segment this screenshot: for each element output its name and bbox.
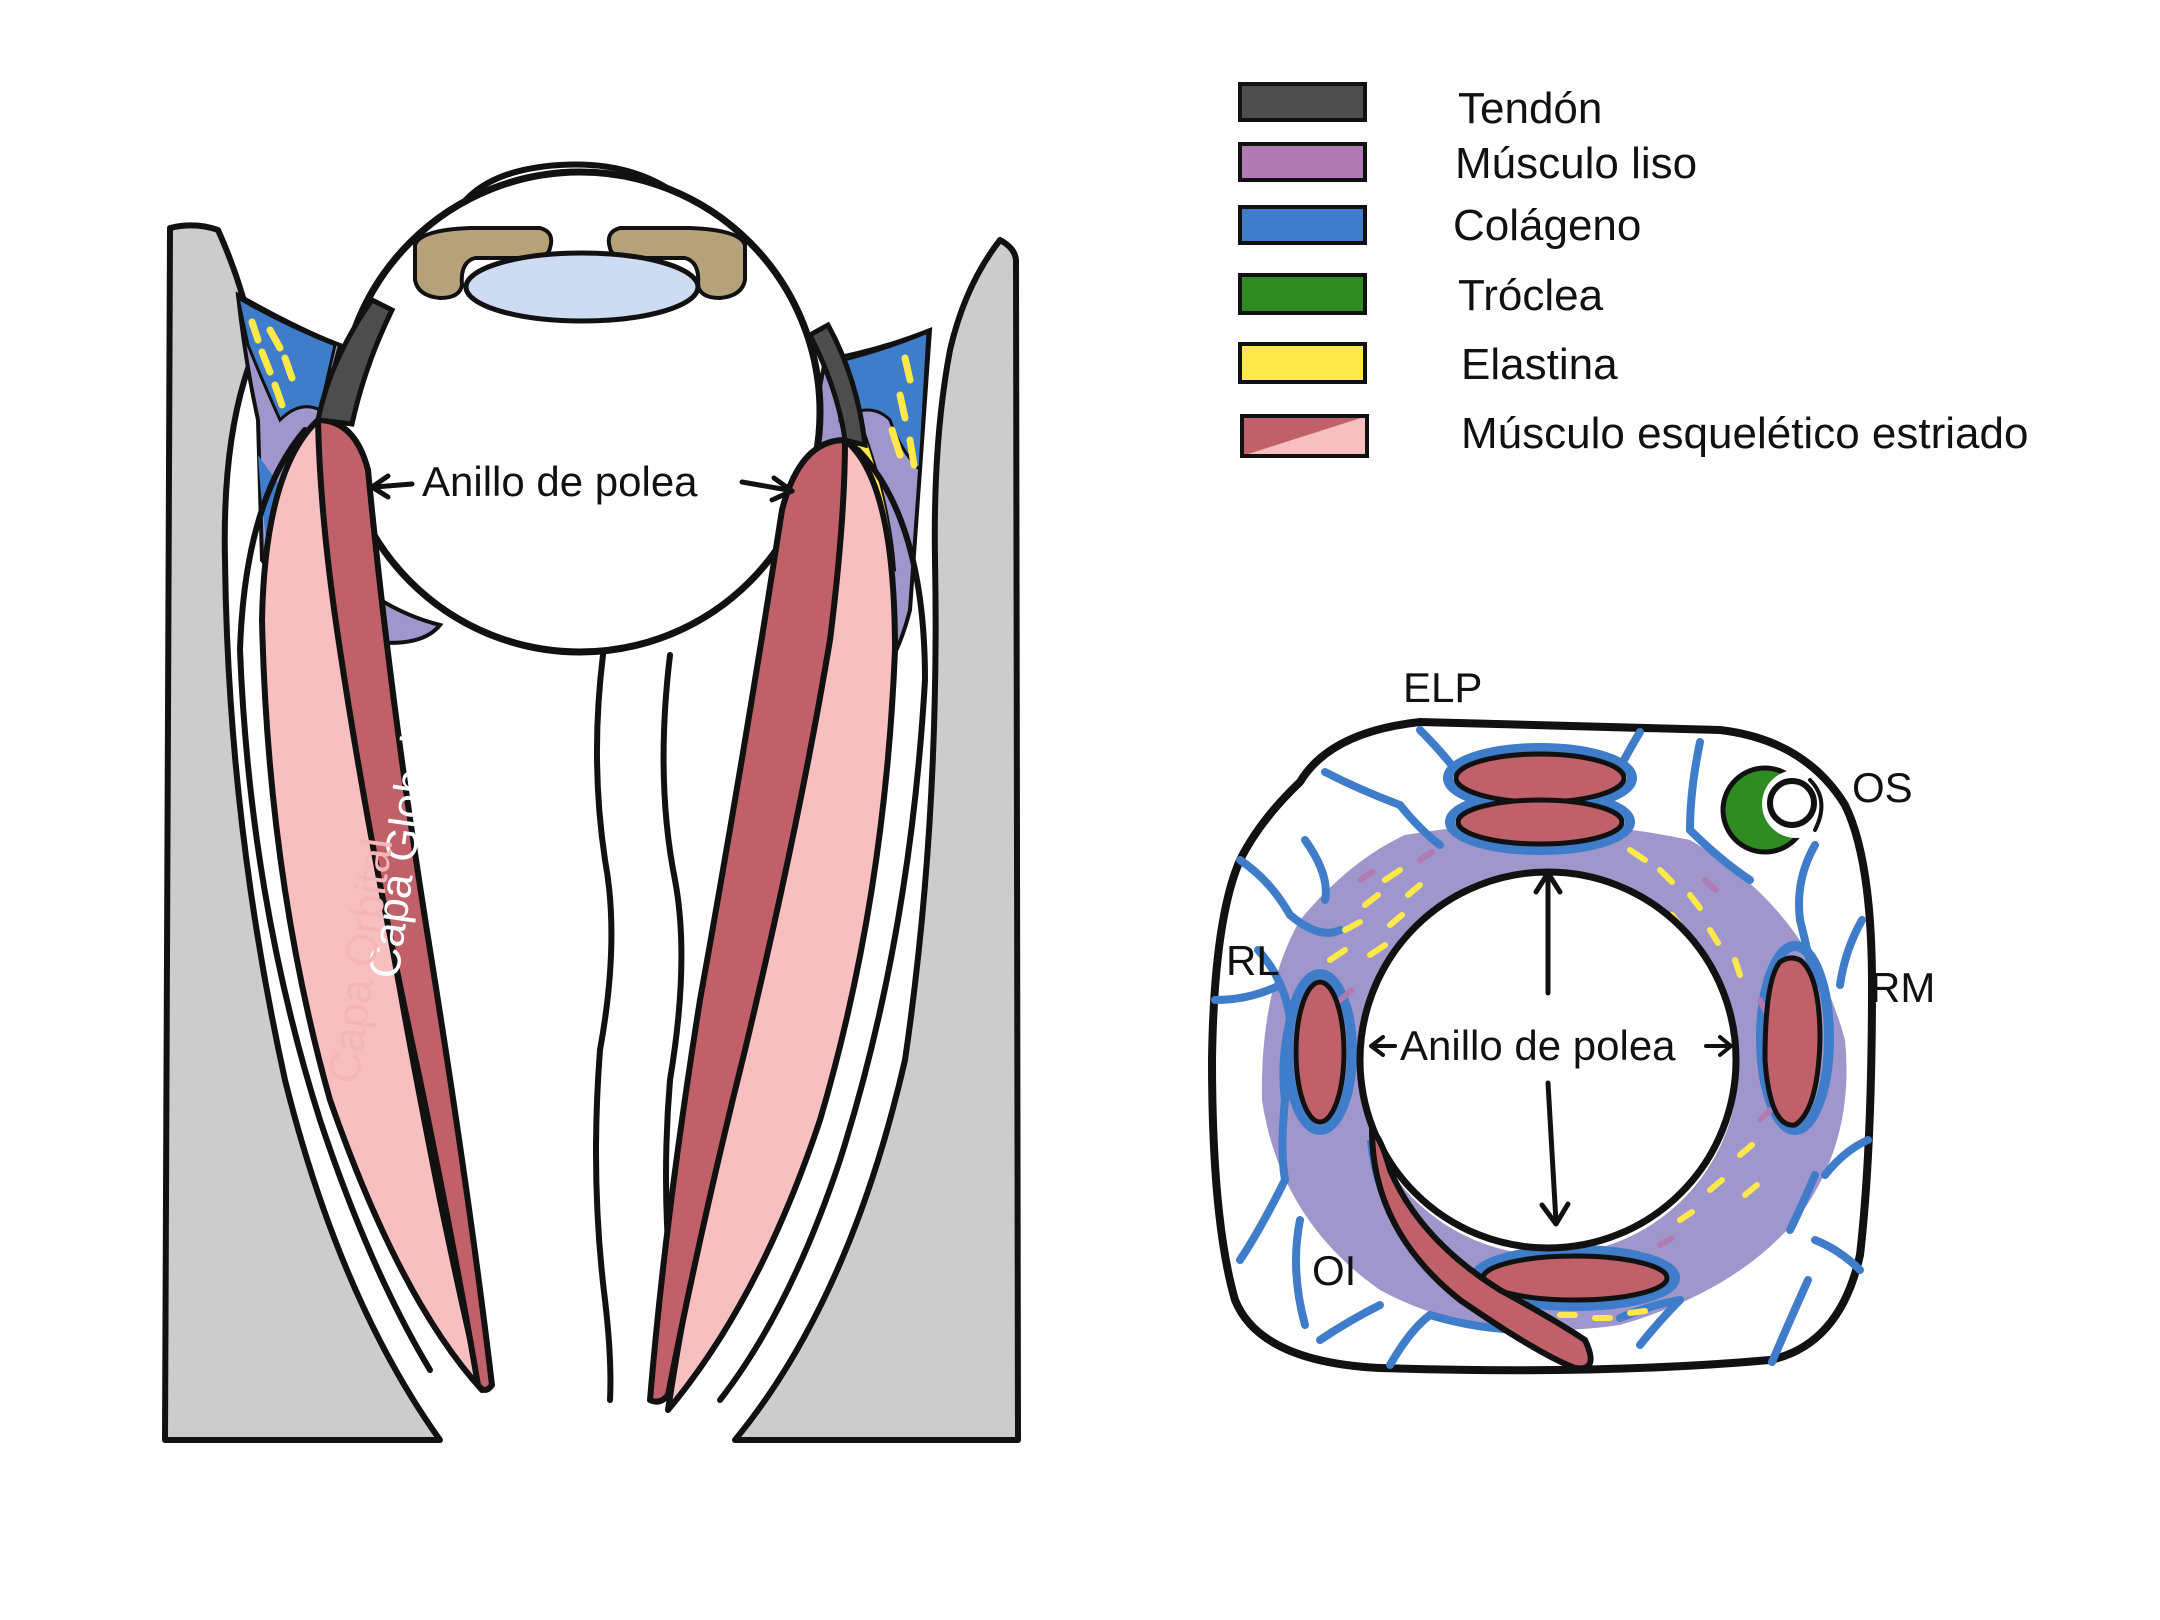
- rl-label: RL: [1226, 937, 1280, 984]
- legend-swatch-elastin: [1238, 342, 1367, 384]
- legend-swatch-collagen: [1238, 205, 1367, 245]
- legend-label-smooth-muscle: Músculo liso: [1455, 139, 1697, 188]
- legend-swatch-smooth-muscle: [1238, 142, 1367, 182]
- legend-label-collagen: Colágeno: [1453, 201, 1641, 250]
- legend-swatch-tendon: [1238, 82, 1367, 122]
- optic-nerve-left-edge: [593, 652, 615, 1403]
- elastin-marks: [1327, 847, 1760, 1321]
- left-tendon: [315, 296, 396, 427]
- left-muscle-global-layer: [315, 417, 495, 1393]
- pulley-arrow-down: [1539, 1080, 1571, 1227]
- legend-label-tendon: Tendón: [1458, 84, 1602, 133]
- left-diagram: Capa Global Capa Orbital Anillo de polea: [162, 161, 1021, 1443]
- oi-muscle: [1368, 1122, 1594, 1372]
- ciliary-body-right: [606, 226, 747, 301]
- left-pulley-arrow-right: [739, 475, 795, 503]
- elp-muscle-upper: [1453, 751, 1627, 805]
- right-diagram: Anillo de polea ELP OS RL RM OI: [1208, 664, 1935, 1375]
- left-orbital-bone: [162, 222, 443, 1443]
- right-elastin-marks: [888, 354, 918, 469]
- rl-muscle: [1293, 979, 1347, 1125]
- elp-label: ELP: [1403, 664, 1482, 711]
- trochlea-os: [1720, 765, 1830, 855]
- ciliary-body-left: [413, 226, 554, 301]
- legend-swatch-striated-muscle: [1240, 414, 1369, 458]
- left-elastin-marks: [248, 318, 296, 409]
- right-muscle-outer-edge: [717, 447, 928, 1403]
- legend-label-elastin: Elastina: [1461, 340, 1618, 389]
- eyeball: [336, 168, 824, 656]
- left-pulley-arrow-left: [369, 473, 415, 500]
- left-muscle-outer-edge: [237, 427, 433, 1373]
- legend: Tendón Músculo liso Colágeno Tróclea Ela…: [1238, 82, 2028, 458]
- elp-muscle-lower: [1455, 797, 1625, 847]
- rm-label: RM: [1870, 964, 1935, 1011]
- oi-label: OI: [1312, 1247, 1356, 1294]
- optic-nerve-right-edge: [660, 652, 685, 1323]
- os-label: OS: [1852, 764, 1913, 811]
- legend-label-striated-muscle: Músculo esquelético estriado: [1461, 409, 2028, 458]
- legend-swatch-trochlea: [1238, 273, 1367, 315]
- pulley-arrow-up: [1533, 870, 1563, 996]
- left-pulley-label: Anillo de polea: [422, 458, 698, 505]
- lens-cornea: [463, 250, 701, 324]
- pulley-arrow-right: [1704, 1035, 1733, 1057]
- right-muscle-global-layer: [647, 437, 848, 1405]
- right-pulley-label: Anillo de polea: [1400, 1022, 1676, 1069]
- rm-muscle: [1762, 955, 1823, 1128]
- legend-label-trochlea: Tróclea: [1458, 271, 1604, 320]
- right-orbital-bone: [732, 237, 1021, 1443]
- pulley-arrow-left: [1369, 1035, 1397, 1057]
- right-tendon: [806, 321, 868, 449]
